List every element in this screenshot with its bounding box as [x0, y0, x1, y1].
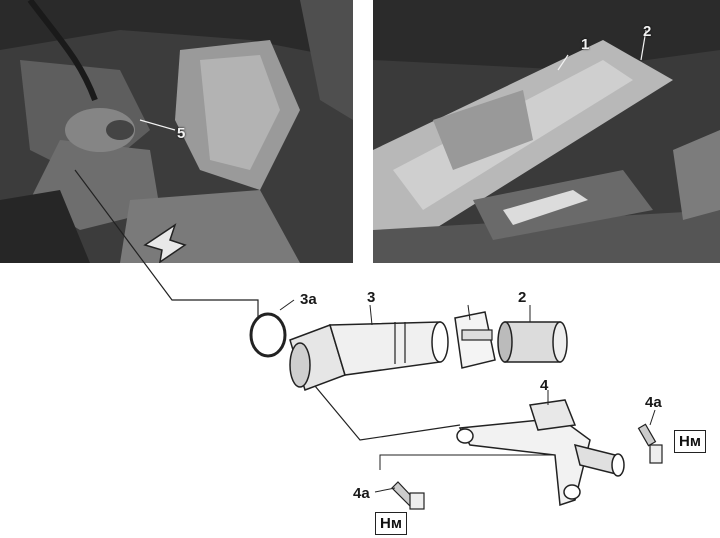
label-part-3a: 3a: [300, 291, 317, 308]
callout-5: 5: [177, 125, 186, 142]
photo-left-image: [0, 0, 353, 263]
label-part-4a-right: 4a: [645, 394, 662, 411]
arrow-icon: [143, 223, 187, 263]
torque-label-left: Нм: [380, 515, 402, 532]
pipe-end: [497, 305, 568, 363]
callout-2: 2: [643, 23, 652, 40]
pipe-section: [289, 304, 449, 391]
bolt-left: [374, 481, 425, 510]
leader-line-bracket: [309, 379, 461, 441]
torque-box-left: Нм: [375, 512, 407, 535]
pipe-clamp: [454, 304, 496, 369]
label-part-4a-left: 4a: [353, 485, 370, 502]
leader-line-bolt: [379, 454, 555, 470]
label-part-4: 4: [540, 377, 549, 394]
gasket-ring: [249, 312, 287, 358]
label-part-2: 2: [518, 289, 527, 306]
callout-1: 1: [581, 36, 590, 53]
photo-right-engine-bay: [373, 0, 720, 263]
bolt-right: [637, 409, 663, 464]
torque-box-right: Нм: [674, 430, 706, 453]
leader-line-photo: [74, 169, 259, 318]
photo-left-engine-bay: [0, 0, 353, 263]
mounting-bracket: [456, 390, 625, 507]
photo-right-image: [373, 0, 720, 263]
torque-label-right: Нм: [679, 433, 701, 450]
label-part-3: 3: [367, 289, 376, 306]
